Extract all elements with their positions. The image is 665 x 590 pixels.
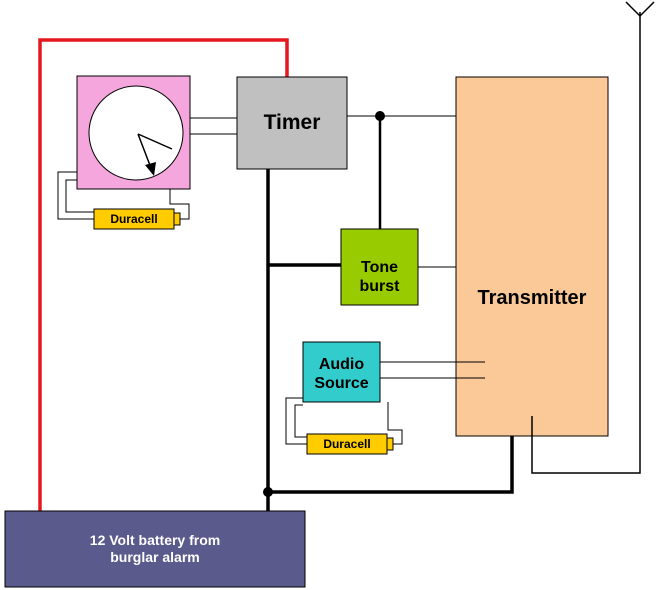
audio-source-box xyxy=(302,341,381,403)
clock-face xyxy=(88,85,184,181)
audio-cell-wire-3 xyxy=(387,402,403,445)
battery-label: 12 Volt battery from burglar alarm xyxy=(89,532,221,565)
audio-cell-wire-1 xyxy=(285,397,307,445)
battery-box xyxy=(4,510,306,588)
ground-to-transmitter xyxy=(268,416,514,494)
duracell-cell-1-terminal xyxy=(173,212,181,226)
audio-source-label: Audio Source xyxy=(314,355,369,392)
junction-dot-ground xyxy=(263,487,273,497)
duracell-label-2: Duracell xyxy=(323,436,371,451)
clock-cell-wire-3 xyxy=(169,189,190,220)
tone-burst-box xyxy=(340,228,419,306)
audio-cell-wire-2 xyxy=(294,404,307,438)
timer-label: Timer xyxy=(263,111,321,135)
positive-wire xyxy=(38,38,289,532)
transmitter-box xyxy=(455,76,609,437)
tone-burst-label: Tone burst xyxy=(359,258,400,295)
transmitter-label: Transmitter xyxy=(477,287,587,309)
duracell-cell-2-terminal xyxy=(386,437,394,451)
clock-cell-wire-1 xyxy=(57,171,94,220)
antenna-icon xyxy=(625,1,655,18)
antenna-wire xyxy=(531,12,641,474)
clock-cell-wire-2 xyxy=(65,179,94,213)
clock-hands xyxy=(137,133,173,176)
duracell-label-1: Duracell xyxy=(110,211,158,226)
timer-box xyxy=(236,76,348,170)
